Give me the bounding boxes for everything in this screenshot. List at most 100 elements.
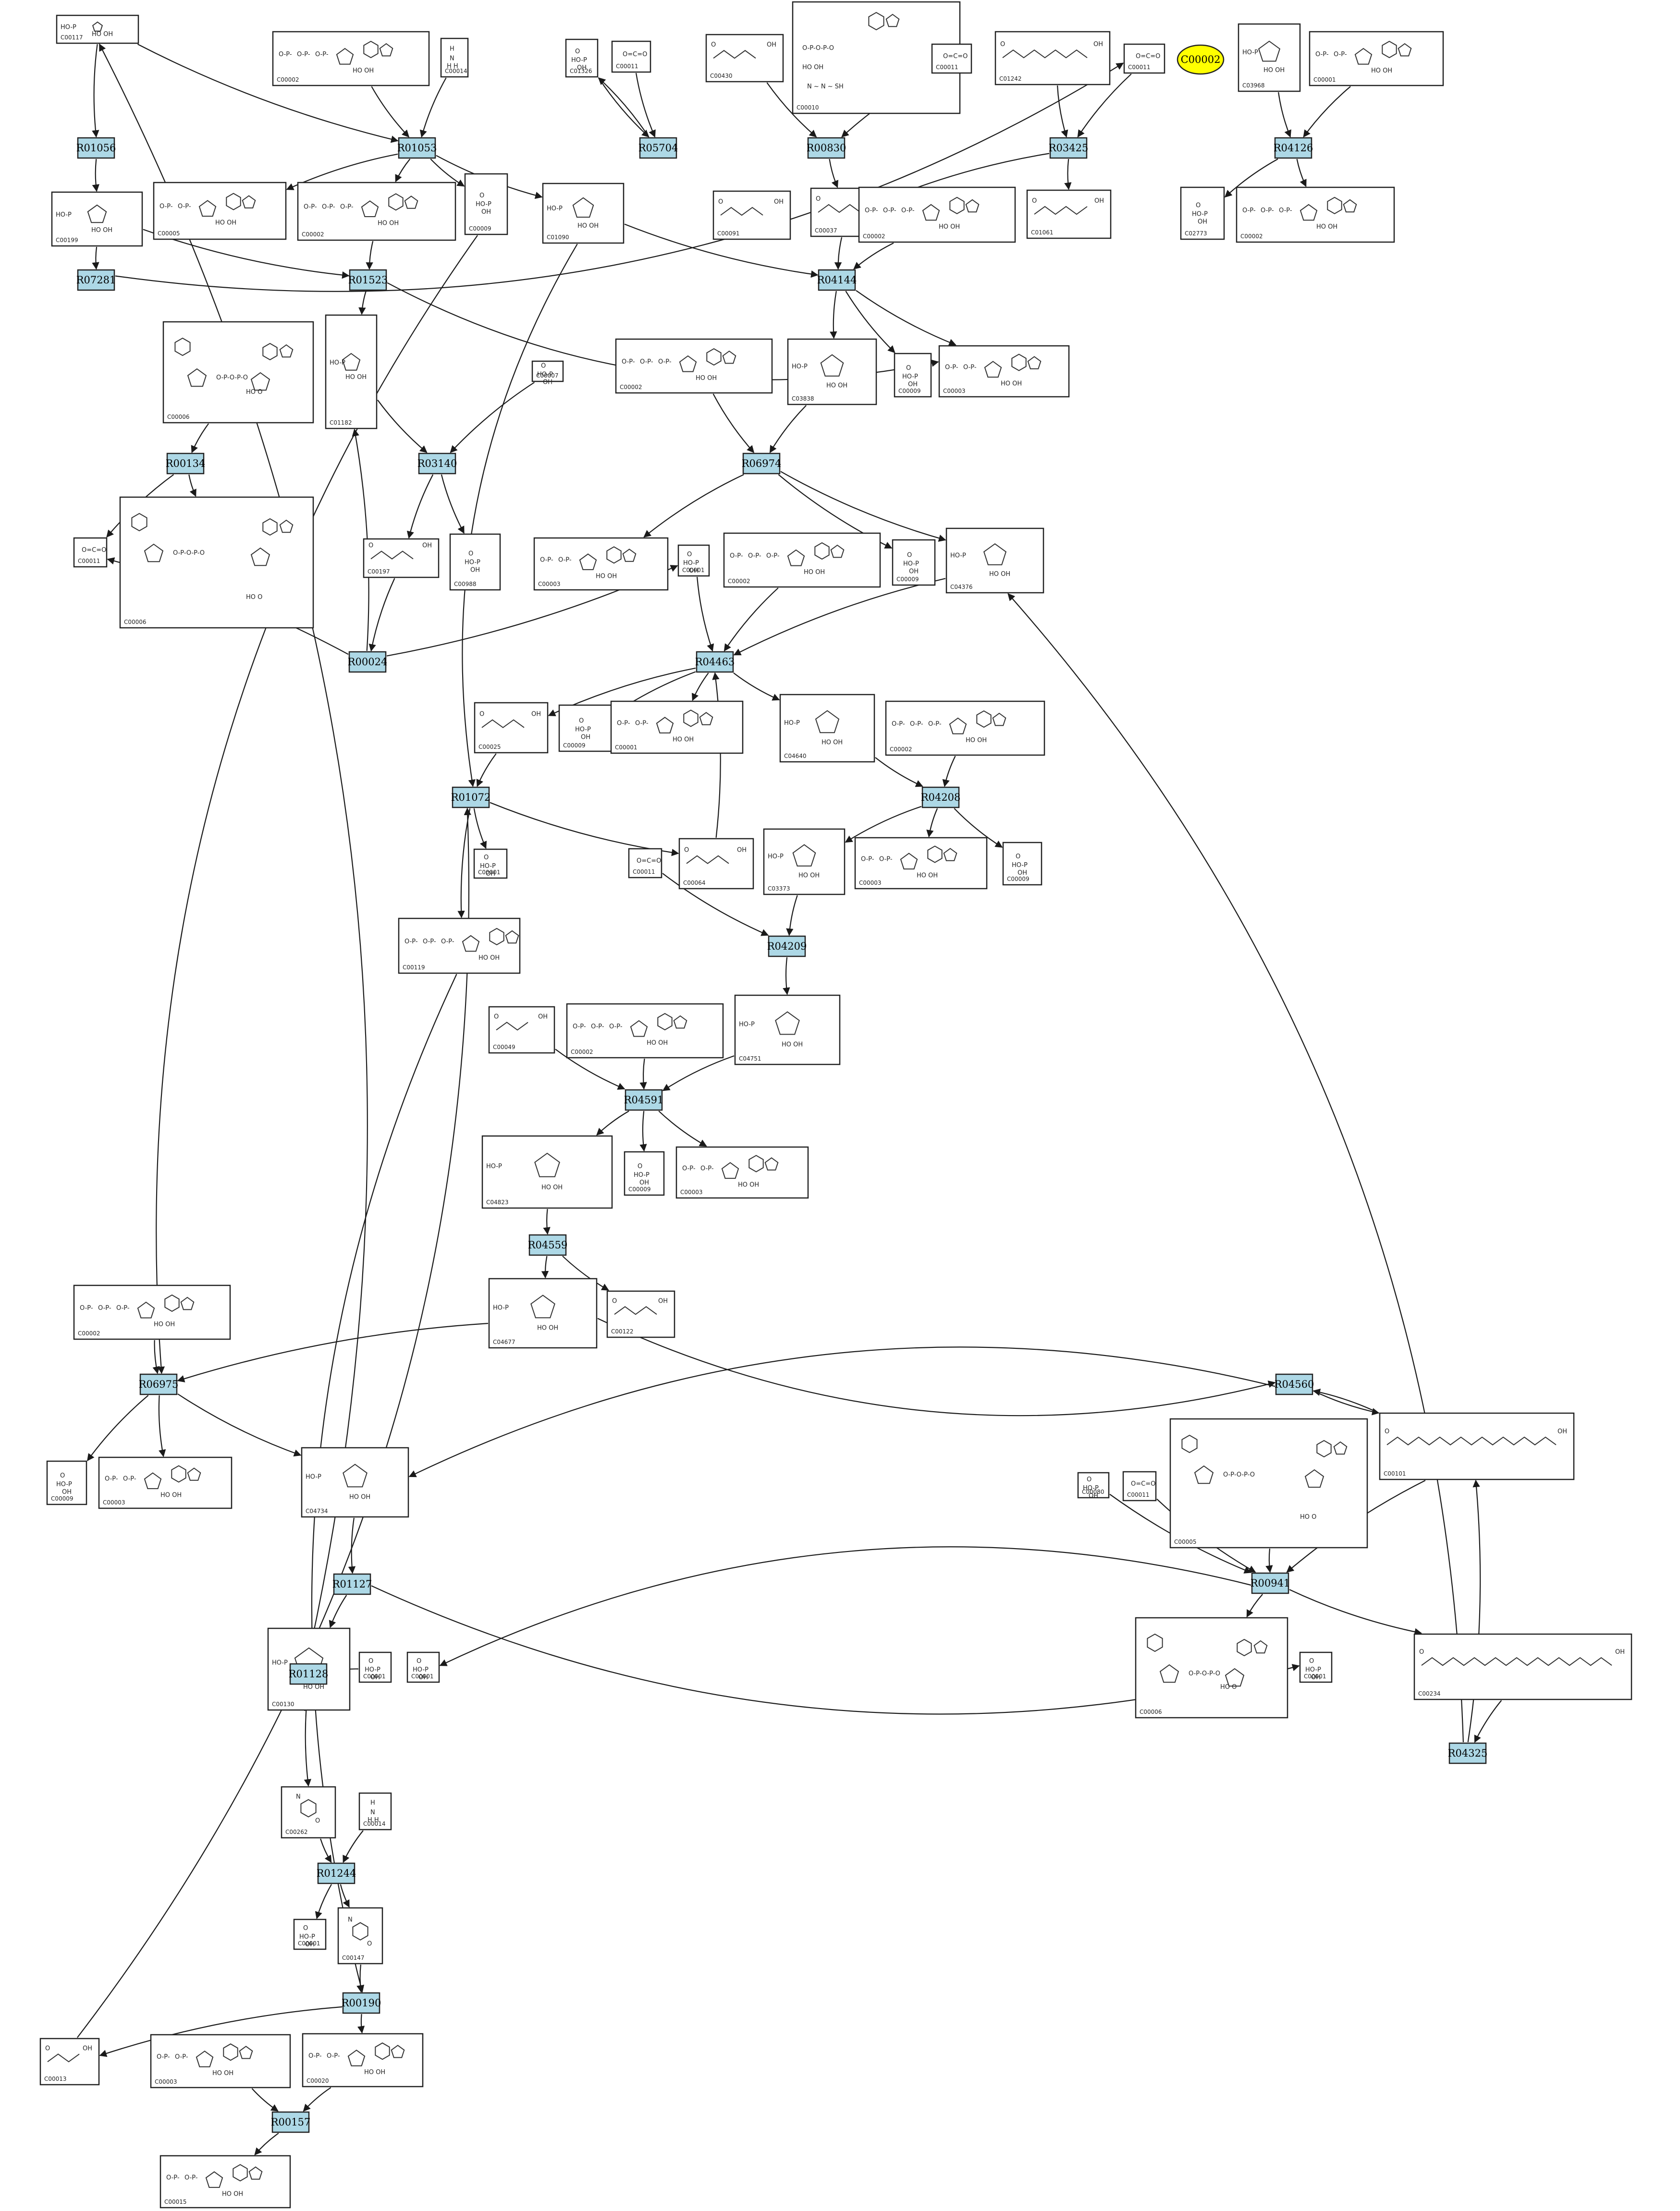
reaction-node[interactable]: R00941 — [1251, 1572, 1290, 1594]
reaction-node[interactable]: R04208 — [921, 786, 961, 808]
reaction-node[interactable]: R00190 — [342, 1992, 381, 2014]
reaction-node[interactable]: R04591 — [624, 1089, 664, 1111]
reaction-node[interactable]: R01244 — [317, 1862, 356, 1884]
reaction-node[interactable]: R04325 — [1448, 1742, 1488, 1764]
reaction-node[interactable]: R00157 — [271, 2111, 311, 2133]
reaction-node[interactable]: R07281 — [76, 269, 116, 291]
reaction-node[interactable]: R00830 — [807, 137, 846, 159]
reaction-node[interactable]: R04559 — [528, 1234, 568, 1256]
reaction-node[interactable]: R04463 — [695, 651, 735, 673]
reaction-node[interactable]: R03140 — [417, 452, 457, 475]
reaction-node[interactable]: R01053 — [397, 137, 437, 159]
highlight-compound[interactable]: C00002 — [1177, 44, 1225, 75]
reaction-node[interactable]: R04126 — [1274, 137, 1313, 159]
reaction-node[interactable]: R06974 — [742, 452, 782, 475]
reaction-node[interactable]: R05704 — [638, 137, 678, 159]
reaction-node[interactable]: R03425 — [1049, 137, 1089, 159]
reaction-node[interactable]: R06975 — [139, 1373, 179, 1395]
reaction-node[interactable]: R01127 — [332, 1573, 372, 1595]
reaction-node[interactable]: R04144 — [817, 269, 857, 291]
reaction-node[interactable]: R04560 — [1275, 1373, 1314, 1395]
reaction-node[interactable]: R00024 — [348, 651, 388, 673]
reaction-node[interactable]: R01523 — [348, 269, 388, 291]
reaction-node[interactable]: R04209 — [767, 935, 807, 957]
reaction-node[interactable]: R01128 — [289, 1663, 329, 1685]
